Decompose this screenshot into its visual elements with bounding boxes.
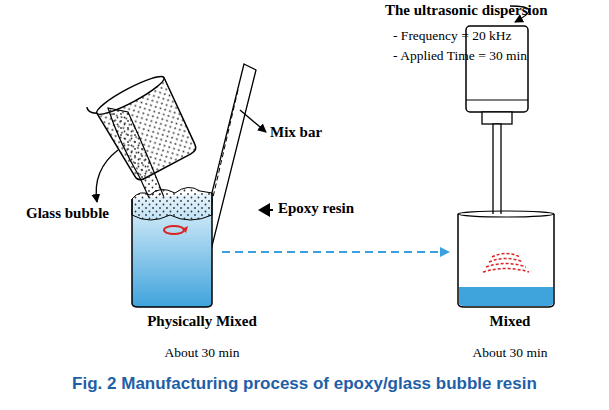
parameter-note: - Frequency = 20 kHz xyxy=(393,28,512,44)
beaker xyxy=(130,185,214,307)
beaker-node: Physically MixedAbout 30 min xyxy=(130,185,214,307)
stage-title: Physically Mixed xyxy=(147,313,257,330)
stage-title: Mixed xyxy=(490,313,531,330)
part-label: Glass bubble xyxy=(26,205,109,222)
figure-caption: Fig. 2 Manufacturing process of epoxy/gl… xyxy=(0,374,609,394)
stage-duration: About 30 min xyxy=(472,345,547,361)
process-arrow xyxy=(222,251,448,253)
parameter-note: - Applied Time = 30 min xyxy=(393,48,527,64)
beaker xyxy=(456,212,556,307)
part-label: Epoxy resin xyxy=(278,200,354,217)
beaker-node: MixedAbout 30 min xyxy=(456,212,556,307)
part-label: Mix bar xyxy=(270,124,322,141)
device-title: The ultrasonic dispersion xyxy=(385,2,548,19)
stage-duration: About 30 min xyxy=(164,345,239,361)
